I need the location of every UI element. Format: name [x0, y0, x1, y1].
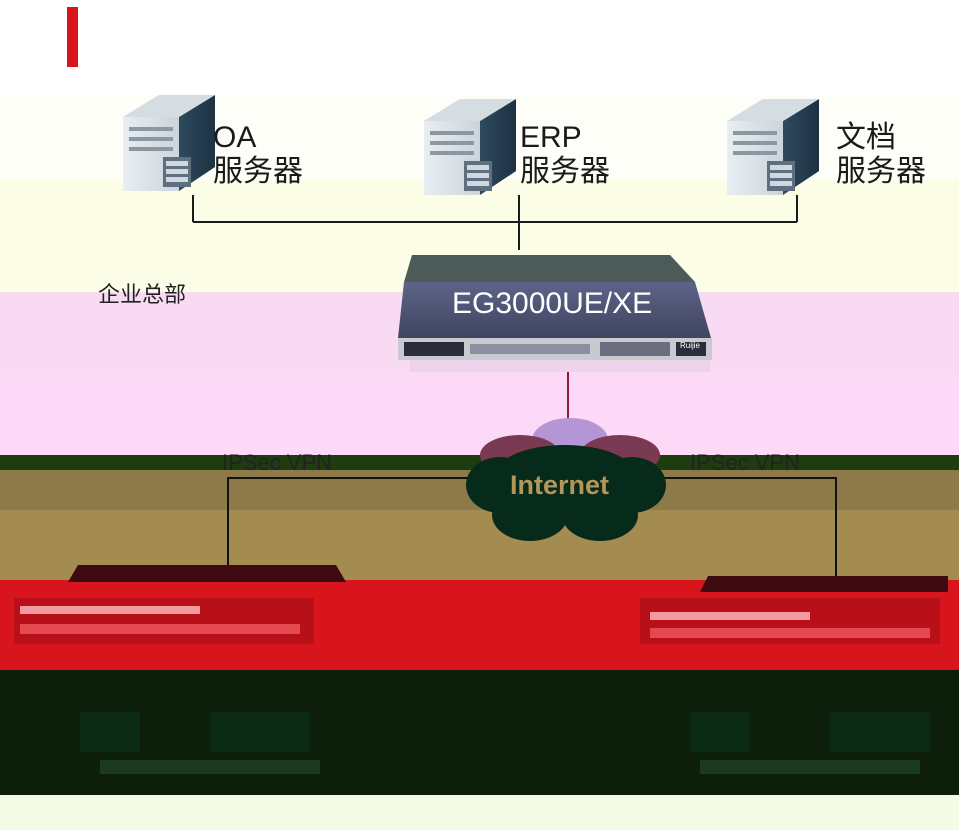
band-light-green: [0, 795, 959, 830]
server-bus: [192, 195, 798, 250]
server-erp-icon: [424, 99, 516, 195]
server-oa-name: OA: [213, 121, 257, 154]
server-document-role: 服务器: [836, 155, 926, 188]
branch-gateway-right: [640, 576, 948, 644]
vpn-lines: [227, 477, 837, 580]
vpn-label-left: IPSec VPN: [222, 450, 333, 475]
gateway-model-label: EG3000UE/XE: [452, 287, 653, 320]
band-hq-pink-light: [0, 372, 959, 456]
server-erp-name: ERP: [520, 121, 582, 154]
server-oa-icon: [123, 95, 215, 191]
headquarters-label: 企业总部: [98, 282, 187, 307]
server-erp-role: 服务器: [520, 155, 610, 188]
server-document-label: 文档 服务器: [836, 121, 926, 189]
server-erp-label: ERP 服务器: [520, 121, 610, 189]
internet-label: Internet: [510, 470, 610, 500]
vpn-label-right: IPSec VPN: [690, 450, 801, 475]
internet-cloud: [466, 418, 666, 541]
band-black-green: [0, 670, 959, 795]
server-oa-role: 服务器: [213, 155, 303, 188]
band-dark-green: [0, 455, 959, 470]
branch-terminals-left: [80, 712, 320, 774]
gateway-device: [398, 255, 712, 372]
server-document-name: 文档: [836, 121, 896, 154]
accent-bar: [67, 7, 78, 67]
server-oa-label: OA 服务器: [213, 121, 303, 189]
branch-terminals-right: [690, 712, 930, 774]
branch-gateway-left: [14, 565, 346, 644]
gateway-brand-label: Ruijie: [680, 341, 701, 350]
server-document-icon: [727, 99, 819, 195]
